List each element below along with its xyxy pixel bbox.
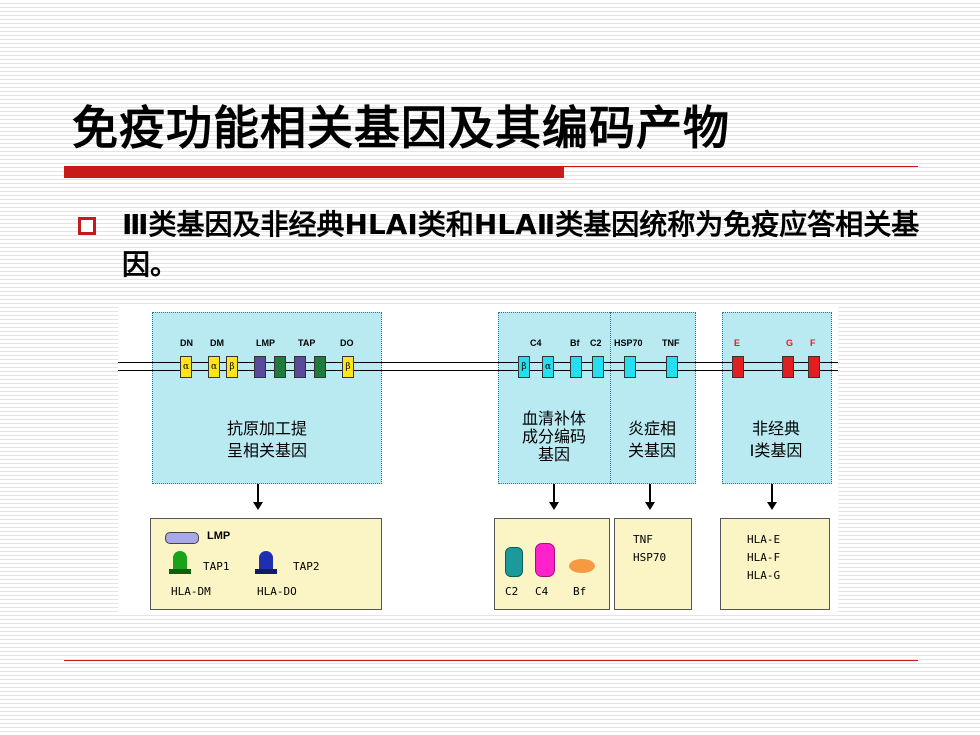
product-hla-g: HLA-G [747, 569, 781, 582]
gene-block-tap-2 [314, 356, 326, 378]
gene-label-tap: TAP [298, 338, 316, 348]
bf-protein-icon [569, 559, 595, 573]
product-hsp70: HSP70 [633, 551, 667, 564]
gene-block-dm-alpha: α [208, 356, 220, 378]
antigen-processing-box [152, 312, 382, 484]
gene-label-c4: C4 [530, 338, 542, 348]
product-box-inflammation: TNF HSP70 [614, 518, 692, 610]
tap2-protein-icon [259, 551, 273, 571]
tap1-protein-icon [173, 551, 187, 571]
gene-block-dm-beta: β [226, 356, 238, 378]
product-hla-dm: HLA-DM [171, 585, 211, 598]
caption-line: 非经典 [751, 419, 800, 438]
arrow-down-icon [549, 484, 559, 510]
gene-block-lmp-2 [294, 356, 306, 378]
product-c2: C2 [505, 585, 519, 598]
arrow-down-icon [253, 484, 263, 510]
gene-block-tnf [666, 356, 678, 378]
footer-rule [64, 660, 918, 661]
caption-line: 成分编码 [521, 427, 586, 446]
gene-block-g [782, 356, 794, 378]
product-tap2: TAP2 [293, 560, 320, 573]
chromosome-line-bottom [118, 370, 838, 371]
caption-line: I类基因 [749, 441, 803, 460]
caption-line: 基因 [537, 445, 570, 464]
complement-box [498, 312, 612, 484]
product-hla-f: HLA-F [747, 551, 781, 564]
caption-nonclassical: 非经典 I类基因 [722, 418, 830, 462]
gene-block-c4-beta: β [518, 356, 530, 378]
product-tnf: TNF [633, 533, 653, 546]
gene-label-g: G [786, 338, 794, 348]
caption-antigen-processing: 抗原加工提 呈相关基因 [192, 418, 342, 462]
gene-block-hsp70 [624, 356, 636, 378]
c2-protein-icon [505, 547, 523, 577]
product-c4: C4 [535, 585, 549, 598]
product-lmp: LMP [207, 530, 231, 542]
chromosome-line-top [118, 362, 838, 363]
product-hla-do: HLA-DO [257, 585, 297, 598]
gene-label-dm: DM [210, 338, 224, 348]
product-tap1: TAP1 [203, 560, 230, 573]
caption-line: 呈相关基因 [226, 441, 307, 460]
gene-block-tap-1 [274, 356, 286, 378]
product-hla-e: HLA-E [747, 533, 781, 546]
gene-label-c2: C2 [590, 338, 602, 348]
caption-line: 炎症相 [627, 419, 676, 438]
gene-label-f: F [810, 338, 816, 348]
product-box-antigen-processing: LMP TAP1 TAP2 HLA-DM HLA-DO [150, 518, 382, 610]
gene-diagram: DN DM LMP TAP DO α α β β C4 Bf C2 β α HS… [118, 304, 838, 614]
gene-block-dn-alpha: α [180, 356, 192, 378]
tap2-base-icon [255, 569, 277, 574]
gene-label-dn: DN [180, 338, 193, 348]
arrow-down-icon [767, 484, 777, 510]
caption-line: 血清补体 [521, 409, 586, 428]
gene-label-do: DO [340, 338, 354, 348]
title-accent-bar [64, 166, 564, 178]
gene-label-bf: Bf [570, 338, 580, 348]
tap1-base-icon [169, 569, 191, 574]
caption-complement: 血清补体 成分编码 基因 [500, 410, 608, 464]
product-box-complement: C2 C4 Bf [494, 518, 610, 610]
gene-block-e [732, 356, 744, 378]
gene-block-lmp-1 [254, 356, 266, 378]
arrow-down-icon [645, 484, 655, 510]
gene-block-c4-alpha: α [542, 356, 554, 378]
gene-block-c2 [592, 356, 604, 378]
caption-line: 关基因 [627, 441, 676, 460]
gene-block-bf [570, 356, 582, 378]
bullet-square-icon [78, 217, 96, 235]
caption-inflammation: 炎症相 关基因 [610, 418, 694, 462]
lmp-cylinder-icon [165, 532, 199, 544]
gene-block-f [808, 356, 820, 378]
gene-label-e: E [734, 338, 741, 348]
inflammation-box [610, 312, 696, 484]
bullet-text: Ⅲ类基因及非经典HLAⅠ类和HLAⅡ类基因统称为免疫应答相关基因。 [122, 208, 920, 281]
caption-line: 抗原加工提 [226, 419, 307, 438]
c4-protein-icon [535, 543, 555, 577]
gene-block-do-beta: β [342, 356, 354, 378]
gene-label-tnf: TNF [662, 338, 680, 348]
product-box-nonclassical: HLA-E HLA-F HLA-G [720, 518, 830, 610]
product-bf: Bf [573, 585, 587, 598]
gene-label-hsp70: HSP70 [614, 338, 643, 348]
page-title: 免疫功能相关基因及其编码产物 [72, 101, 730, 155]
gene-label-lmp: LMP [256, 338, 275, 348]
nonclassical-box [722, 312, 832, 484]
